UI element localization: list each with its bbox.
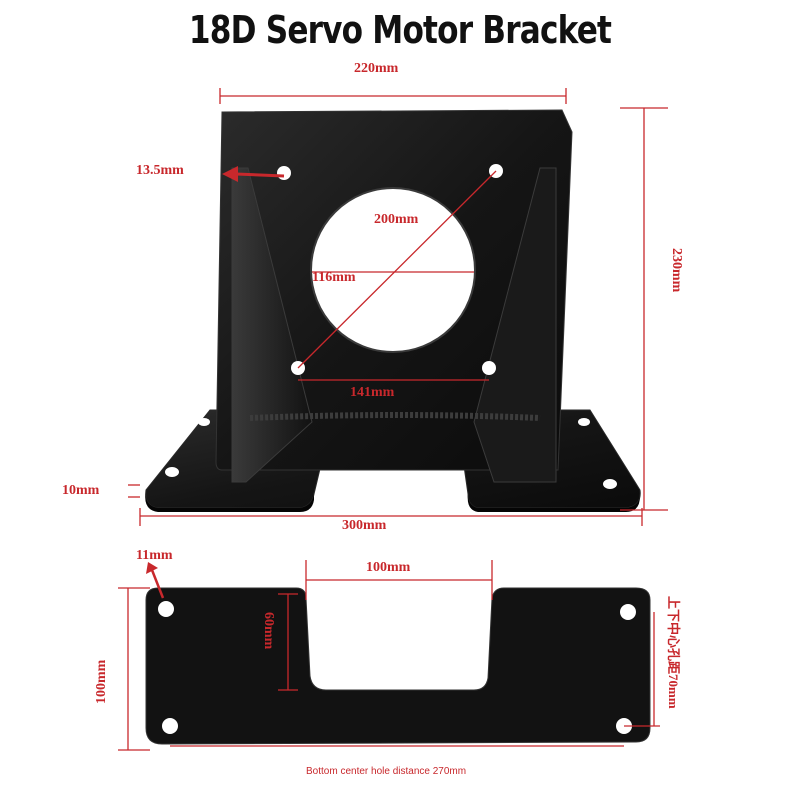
mount-hole-top-left	[277, 166, 291, 180]
left-gusset	[231, 167, 313, 483]
bore-label: 116mm	[312, 270, 356, 285]
plate-hole-bottom-left	[162, 718, 178, 734]
base-plate	[145, 587, 651, 745]
hole-spacing-label: 141mm	[350, 385, 395, 400]
base-hole-2	[578, 418, 590, 426]
base-hole-4	[603, 479, 617, 489]
mount-hole-bottom-right	[482, 361, 496, 375]
vertical-hole-distance-label: 上下中心孔距70mm	[666, 596, 681, 709]
upper-dimension-lines	[128, 88, 668, 526]
height-label: 230mm	[669, 248, 684, 293]
plate-hole-top-right	[620, 604, 636, 620]
cutout-depth-label: 60mm	[261, 612, 276, 650]
hole-diameter-label: 11mm	[136, 548, 173, 563]
offset-arrow	[222, 166, 285, 182]
thickness-label: 10mm	[62, 483, 100, 498]
hole-diameter-arrow	[146, 562, 165, 599]
center-bore	[310, 187, 476, 353]
hole-offset-label: 13.5mm	[136, 163, 184, 178]
base-hole-1	[198, 418, 210, 426]
bracket-photo	[145, 109, 641, 512]
base-hole-3	[165, 467, 179, 477]
page-title: 18D Servo Motor Bracket	[188, 8, 612, 52]
base-plate-photo	[145, 587, 651, 745]
lower-dimension-lines	[118, 560, 660, 751]
footnote: Bottom center hole distance 270mm	[306, 766, 467, 777]
cutout-width-label: 100mm	[366, 560, 411, 575]
plate-depth-label: 100mm	[94, 659, 109, 704]
diagonal-label: 200mm	[374, 212, 419, 227]
width-top-label: 220mm	[354, 61, 399, 76]
plate-hole-top-left	[158, 601, 174, 617]
base-width-label: 300mm	[342, 518, 387, 533]
